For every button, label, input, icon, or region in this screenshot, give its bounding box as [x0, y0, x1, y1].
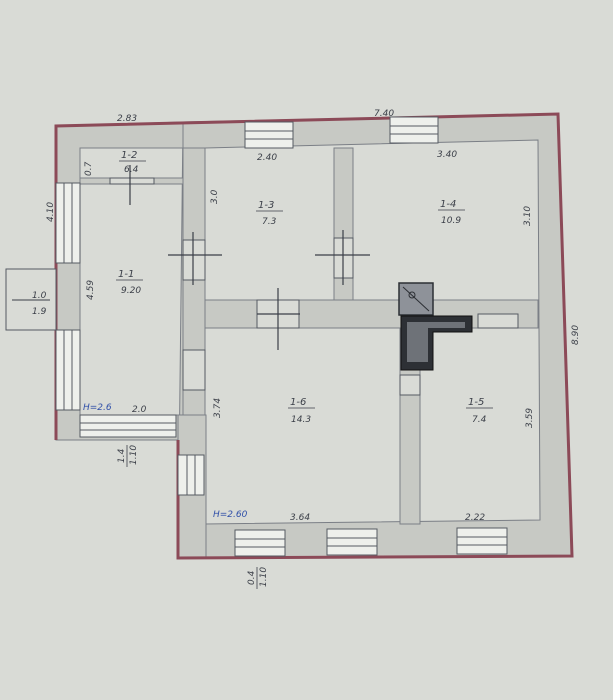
room-1-3-area: 7.3	[262, 217, 277, 227]
window-left-2	[55, 329, 81, 411]
room-1-4-area: 10.9	[441, 216, 461, 226]
svg-text:1.10: 1.10	[129, 445, 139, 465]
outer-outline	[54, 112, 574, 560]
height-left: H=2.6	[83, 403, 112, 413]
door-markers	[129, 165, 370, 350]
top-dim-left: 2.83	[117, 114, 137, 124]
main-outer-wall	[177, 113, 573, 559]
r6-height-dim: 3.74	[213, 398, 223, 418]
left-dim-middle: 4.59	[86, 280, 96, 300]
door-r6-r5	[399, 374, 421, 396]
porch-top: 1.0	[32, 291, 47, 301]
window-annex-bottom	[79, 414, 177, 438]
left-dim-upper: 4.10	[46, 202, 56, 222]
window-bottom-1	[234, 529, 286, 557]
room-1-6-area: 14.3	[291, 415, 311, 425]
room-1-1-area: 9.20	[121, 286, 141, 296]
door-r2-r1	[109, 177, 155, 185]
r4-width-dim: 3.40	[437, 150, 457, 160]
door-r4-r5	[477, 313, 519, 329]
room-1-4-id: 1-4	[440, 199, 456, 210]
room-1-1-id: 1-1	[118, 269, 134, 280]
bottom-mark-mid: 0.4 1.10	[247, 567, 269, 589]
r2-side-dim: 0.7	[84, 161, 94, 176]
top-dim-right: 7.40	[374, 109, 394, 119]
r6-width-dim: 3.64	[290, 513, 310, 523]
svg-text:1.4: 1.4	[117, 448, 127, 463]
room-1-5-area: 7.4	[472, 415, 487, 425]
bottom-mark-left: 1.4 1.10	[117, 445, 139, 467]
partition-annex-main	[182, 147, 206, 416]
window-left-1	[55, 182, 81, 264]
window-top-1	[244, 121, 294, 149]
window-bottom-2	[326, 528, 378, 556]
room-1-2-id: 1-2	[121, 150, 137, 161]
window-top-2	[389, 116, 439, 144]
r5-height-dim: 3.59	[525, 408, 535, 428]
svg-text:0.4: 0.4	[247, 570, 257, 585]
height-main: H=2.60	[213, 510, 248, 520]
stove	[398, 282, 473, 371]
door-r1-r3	[182, 239, 206, 281]
room-1-3-id: 1-3	[258, 200, 274, 211]
windows	[55, 116, 508, 557]
right-dim: 8.90	[571, 325, 581, 345]
entry-width-dim: 2.0	[132, 405, 147, 415]
window-vestibule	[177, 454, 205, 496]
labels: 2.83 7.40 8.90 4.10 4.59 1-2 6.4 0.7 1-3…	[32, 109, 581, 589]
porch-bottom: 1.9	[32, 307, 47, 317]
r4-height-dim: 3.10	[523, 206, 533, 226]
room-1-6-id: 1-6	[290, 397, 306, 408]
room-1-5-id: 1-5	[468, 397, 484, 408]
door-openings	[109, 177, 519, 396]
r3-width-dim: 2.40	[257, 153, 277, 163]
room-1-2-area: 6.4	[124, 165, 139, 175]
door-r1-r6	[182, 349, 206, 391]
svg-text:1.10: 1.10	[259, 567, 269, 587]
r3-height-dim: 3.0	[210, 189, 220, 204]
window-bottom-3	[456, 527, 508, 555]
r5-width-dim: 2.22	[465, 513, 485, 523]
porch	[5, 268, 57, 331]
